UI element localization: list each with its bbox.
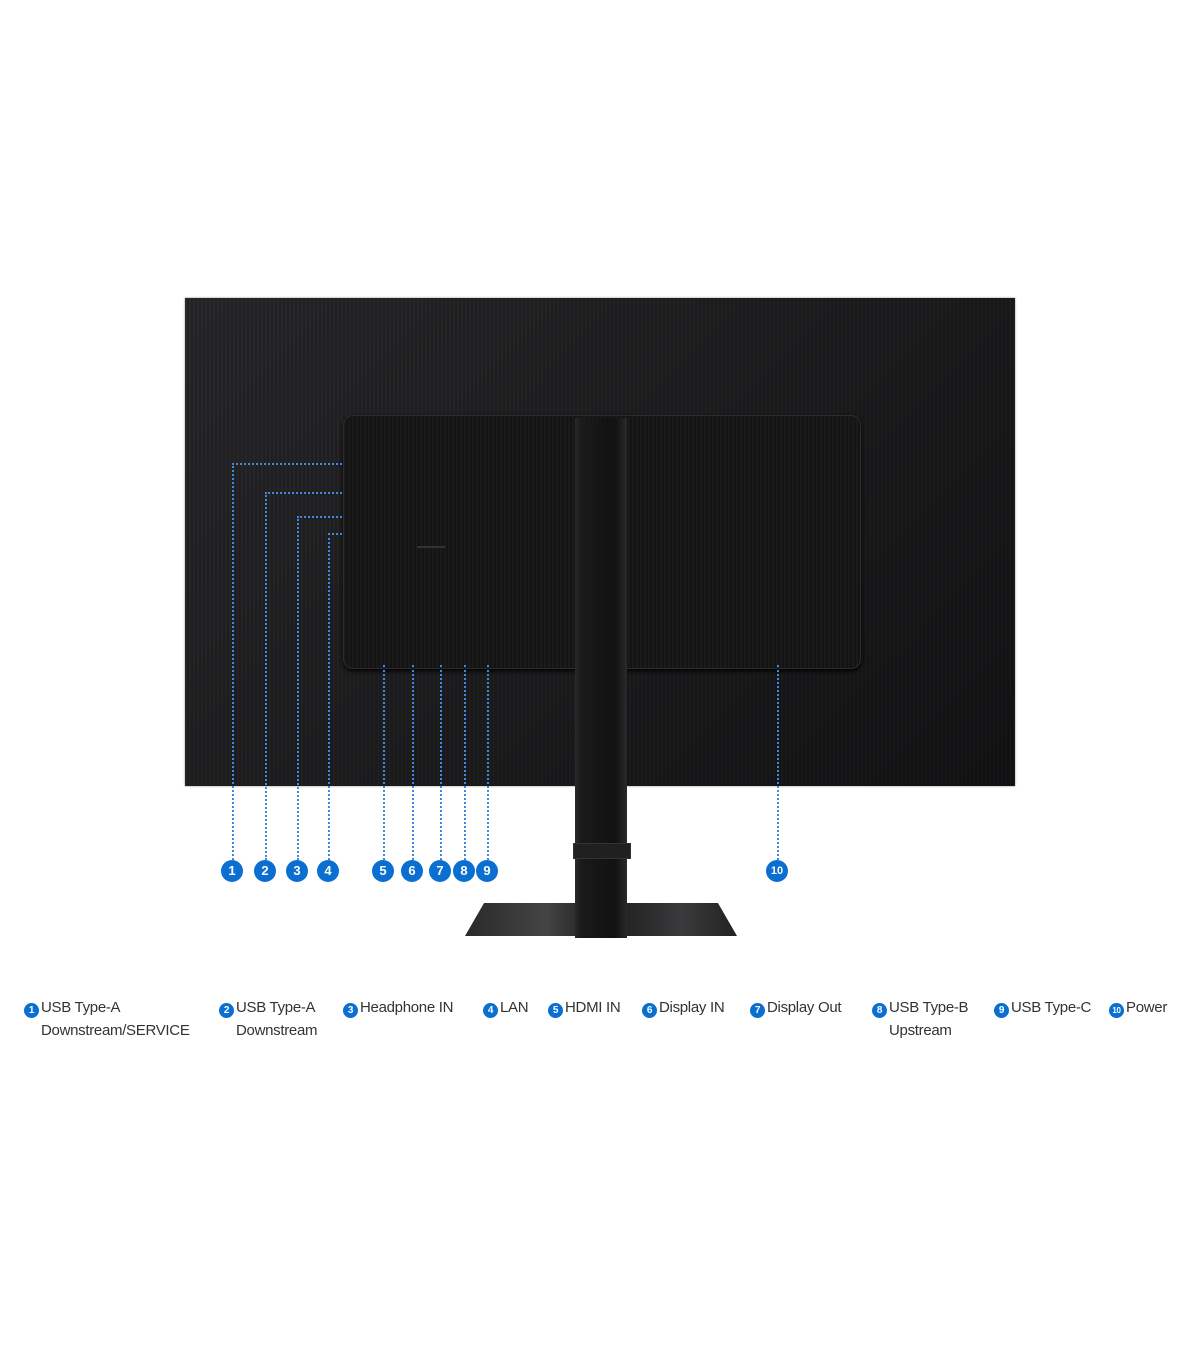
legend-number-badge: 1 <box>24 1003 39 1018</box>
callout-line-8 <box>464 665 466 860</box>
callout-line-5 <box>383 665 385 860</box>
callout-badge-1: 1 <box>221 860 243 882</box>
callout-line-6 <box>412 665 414 860</box>
callout-line-4 <box>328 533 342 535</box>
legend-label: USB Type-A <box>41 999 121 1016</box>
legend-number-badge: 3 <box>343 1003 358 1018</box>
legend-label: Display Out <box>767 999 842 1016</box>
callout-badge-4: 4 <box>317 860 339 882</box>
brand-logo <box>417 546 445 548</box>
legend-number-badge: 2 <box>219 1003 234 1018</box>
legend-number-badge: 4 <box>483 1003 498 1018</box>
callout-badge-3: 3 <box>286 860 308 882</box>
legend-number-badge: 5 <box>548 1003 563 1018</box>
legend-label-line2: Downstream <box>236 1022 318 1039</box>
callout-line-4 <box>328 533 330 860</box>
legend-number-badge: 10 <box>1109 1003 1124 1018</box>
callout-badge-2: 2 <box>254 860 276 882</box>
callout-line-2 <box>265 492 267 860</box>
legend-label: Power <box>1126 999 1168 1016</box>
legend-number-badge: 7 <box>750 1003 765 1018</box>
callout-line-9 <box>487 665 489 860</box>
stand-neck <box>575 418 627 938</box>
legend-label: USB Type-C <box>1011 999 1092 1016</box>
callout-line-3 <box>297 516 299 860</box>
legend-label: USB Type-A <box>236 999 316 1016</box>
legend-label-line2: Upstream <box>889 1022 952 1039</box>
stand-cable-clip <box>573 843 631 859</box>
legend-number-badge: 6 <box>642 1003 657 1018</box>
callout-line-1 <box>232 463 342 465</box>
callout-line-10 <box>777 665 779 860</box>
callout-badge-10: 10 <box>766 860 788 882</box>
legend-number-badge: 9 <box>994 1003 1009 1018</box>
callout-line-3 <box>297 516 342 518</box>
legend-label-line2: Downstream/SERVICE <box>41 1022 190 1039</box>
callout-badge-5: 5 <box>372 860 394 882</box>
callout-badge-8: 8 <box>453 860 475 882</box>
legend-label: Display IN <box>659 999 725 1016</box>
callout-line-1 <box>232 463 234 860</box>
callout-line-2 <box>265 492 342 494</box>
callout-line-7 <box>440 665 442 860</box>
legend-number-badge: 8 <box>872 1003 887 1018</box>
legend-label: USB Type-B <box>889 999 969 1016</box>
legend-label: Headphone IN <box>360 999 454 1016</box>
legend-label: LAN <box>500 999 529 1016</box>
callout-badge-7: 7 <box>429 860 451 882</box>
callout-badge-6: 6 <box>401 860 423 882</box>
callout-badge-9: 9 <box>476 860 498 882</box>
legend-label: HDMI IN <box>565 999 621 1016</box>
